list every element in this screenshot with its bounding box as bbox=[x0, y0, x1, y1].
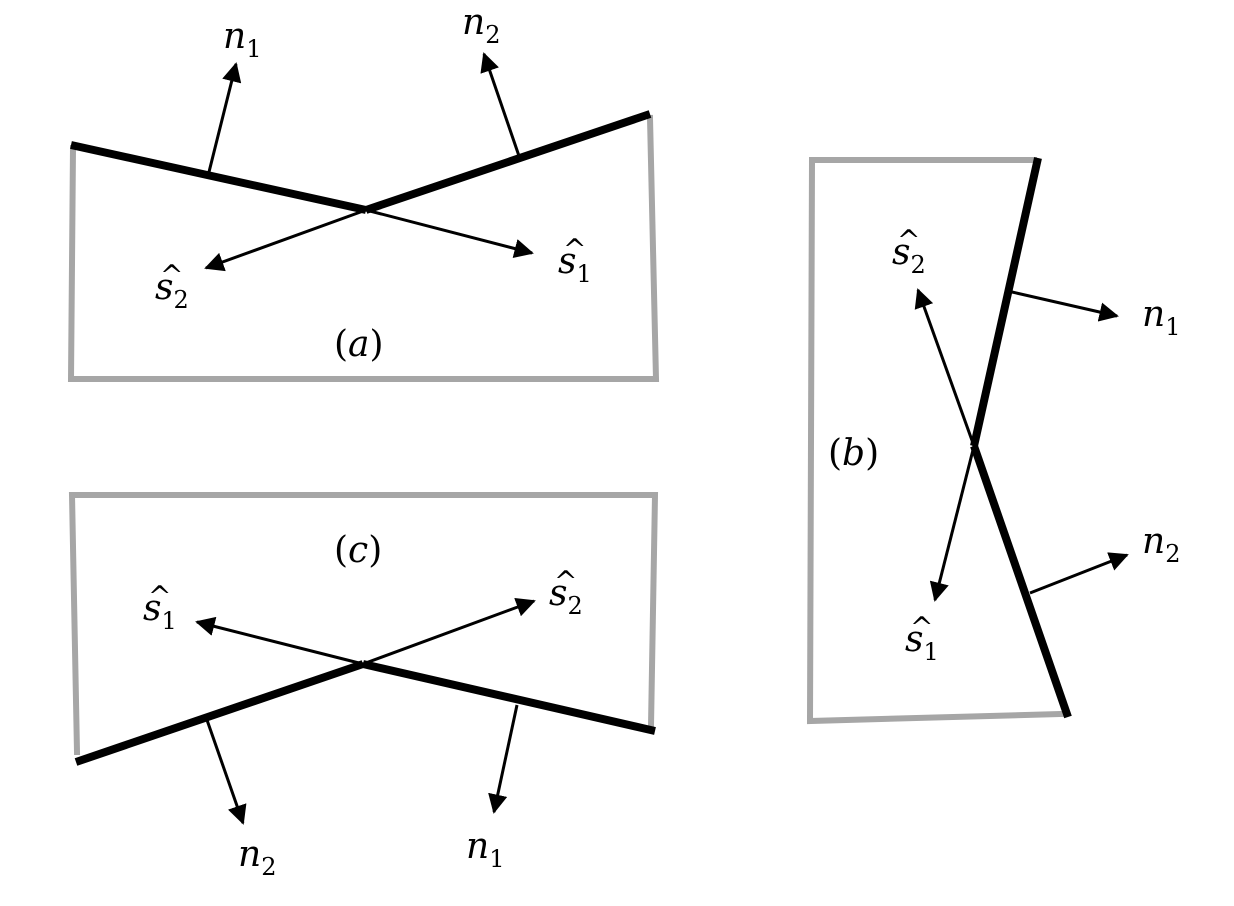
panel-c-s1-label: ^ s1 bbox=[143, 580, 177, 635]
svg-text:s1: s1 bbox=[905, 619, 939, 666]
panel-c-s2-label: ^ s2 bbox=[549, 565, 583, 620]
panel-a-n2-label: n2 bbox=[462, 2, 500, 49]
panel-c-interface-1 bbox=[74, 660, 365, 766]
panel-c-n1-label: n1 bbox=[466, 826, 504, 873]
panel-a-s2-label: ^ s2 bbox=[155, 259, 189, 314]
svg-text:s1: s1 bbox=[143, 588, 177, 635]
panel-c-boundary bbox=[68, 492, 659, 756]
panel-a-n2-arrow bbox=[480, 52, 521, 157]
svg-text:s2: s2 bbox=[155, 267, 189, 314]
panel-a-interface-2 bbox=[364, 110, 652, 214]
panel-b-interface-2 bbox=[970, 444, 1072, 719]
panel-a-s2-arrow bbox=[204, 208, 367, 272]
panel-a-s1-arrow bbox=[365, 208, 534, 259]
panel-b: n1 n2 ^ s1 ^ s2 (b) bbox=[806, 157, 1180, 725]
panel-c-n2-arrow bbox=[205, 719, 247, 825]
panel-b-n2-arrow bbox=[1029, 552, 1129, 595]
panel-b-s2-label: ^ s2 bbox=[892, 224, 926, 279]
panel-b-interface-1 bbox=[970, 157, 1042, 447]
panel-a-interface-1 bbox=[70, 141, 367, 214]
panel-a-label: (a) bbox=[334, 324, 384, 365]
svg-text:s2: s2 bbox=[549, 573, 583, 620]
panel-b-n1-label: n1 bbox=[1142, 294, 1180, 341]
panel-a-s1-label: ^ s1 bbox=[558, 233, 592, 288]
panel-b-s1-arrow bbox=[929, 445, 976, 602]
panel-a-n1-label: n1 bbox=[223, 16, 261, 63]
panel-a: n1 n2 ^ s1 ^ s2 (a) bbox=[67, 2, 660, 382]
panel-c-s1-arrow bbox=[195, 616, 364, 666]
panel-b-n1-arrow bbox=[1011, 290, 1119, 322]
panel-c-label: (c) bbox=[334, 530, 382, 571]
panel-c: n2 n1 ^ s1 ^ s2 (c) bbox=[68, 492, 659, 881]
panel-b-n2-label: n2 bbox=[1142, 521, 1180, 568]
svg-text:^: ^ bbox=[148, 580, 171, 613]
panel-a-boundary bbox=[67, 114, 660, 382]
svg-text:^: ^ bbox=[897, 224, 920, 257]
panel-b-s2-arrow bbox=[914, 288, 976, 447]
panel-a-n1-arrow bbox=[207, 62, 242, 173]
panel-b-boundary bbox=[806, 157, 1066, 725]
svg-text:s2: s2 bbox=[892, 232, 926, 279]
panel-b-s1-label: ^ s1 bbox=[905, 611, 939, 666]
panel-c-n2-label: n2 bbox=[238, 834, 276, 881]
panel-b-label: (b) bbox=[828, 433, 879, 474]
svg-text:^: ^ bbox=[910, 611, 933, 644]
panel-c-interface-2 bbox=[362, 660, 656, 735]
svg-text:s1: s1 bbox=[558, 241, 592, 288]
panel-c-n1-arrow bbox=[488, 704, 519, 814]
svg-text:^: ^ bbox=[160, 259, 183, 292]
svg-text:^: ^ bbox=[554, 565, 577, 598]
panel-c-s2-arrow bbox=[362, 597, 536, 666]
svg-text:^: ^ bbox=[563, 233, 586, 266]
